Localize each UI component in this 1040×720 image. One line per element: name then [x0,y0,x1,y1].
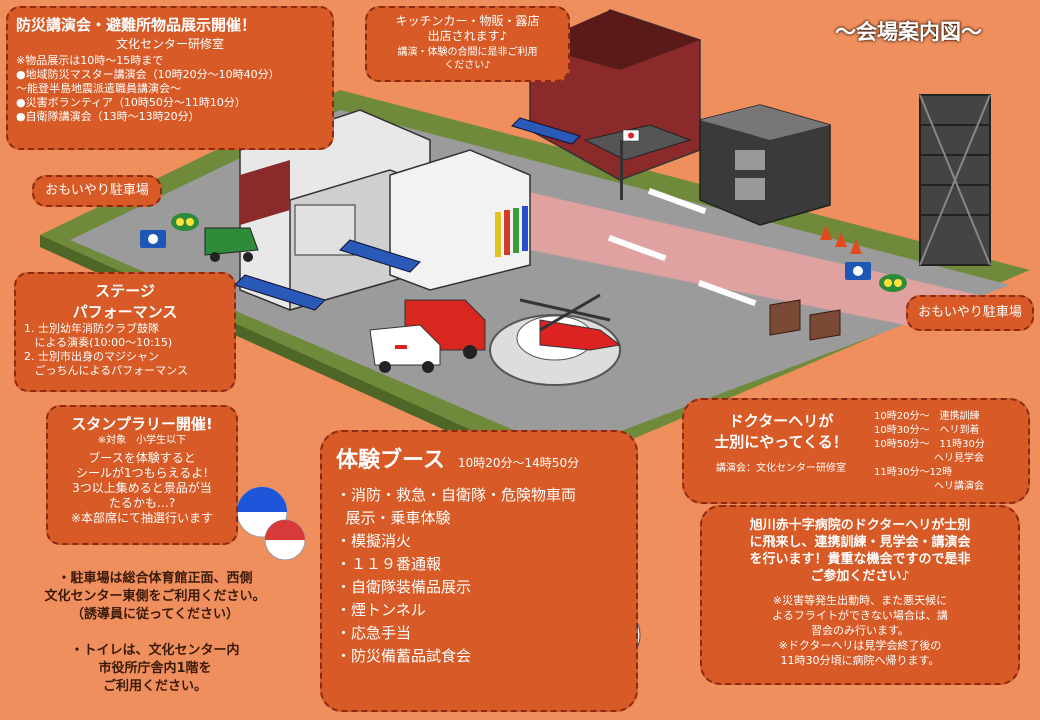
experience-time: 10時20分～14時50分 [458,456,580,470]
parking-right-label: おもいやり駐車場 [906,295,1034,331]
experience-item: ・防災備蓄品試食会 [336,647,472,665]
toilet-info-line: ご利用ください。 [102,679,207,694]
doctor-heli-detail-box: 旭川赤十字病院のドクターヘリが士別 に飛来し、連携訓練・見学会・講演会 を行いま… [700,505,1020,685]
brick-wall [769,299,841,341]
lecture-line: ～能登半島地震派遣職員講演会～ [16,82,181,95]
parking-info-line: ・駐車場は総合体育館正面、西側 [57,571,253,586]
experience-item: ・自衛隊装備品展示 [336,578,472,596]
training-tower [919,94,991,266]
accessible-parking-sign-right [845,262,871,280]
parking-info: ・駐車場は総合体育館正面、西側 文化センター東側をご利用ください。 （誘導員に従… [10,570,300,624]
stamp-line: 3つ以上集めると景品が当 [72,481,212,495]
heli-schedule-line: 10時30分～ ヘリ到着 [874,425,980,436]
heli-schedule: 10時20分～ 連携訓練 10時30分～ ヘリ到着 10時50分～ 11時30分… [874,410,985,494]
heli-desc-line: 旭川赤十字病院のドクターヘリが士別 [749,518,971,533]
kitchen-car-box: キッチンカー・物販・露店 出店されます♪ 講演・体験の合間に是非ご利用 ください… [365,6,570,82]
experience-title: 体験ブース [336,448,445,473]
experience-item: ・応急手当 [336,624,412,642]
parking-info-line: （誘導員に従ってください） [71,607,239,622]
heli-venue: 講演会：文化センター研修室 [716,463,846,474]
heli-schedule-line: ヘリ講演会 [874,481,984,492]
tents [234,117,581,311]
stage-line: ごっちんによるパフォーマンス [24,364,188,377]
experience-item: ・煙トンネル [336,601,426,619]
lecture-title: 防災講演会・避難所物品展示開催！ [16,16,257,34]
courtesy-parking-mark-left [171,213,199,231]
heli-schedule-line: ヘリ見学会 [874,453,984,464]
lecture-line: ●災害ボランティア（10時50分～11時10分） [16,96,246,109]
heli-schedule-line: 11時30分～12時 [874,467,953,478]
doctor-heli-box: ドクターヘリが 士別にやってくる！ 講演会：文化センター研修室 10時20分～ … [682,398,1030,504]
heli-schedule-line: 10時20分～ 連携訓練 [874,411,980,422]
parking-right-text: おもいやり駐車場 [918,305,1022,320]
pink-walkway [430,190,1000,330]
green-truck [204,227,259,262]
heli-note-line: 11時30分頃に病院へ帰ります。 [780,654,940,667]
heli-desc-line: ご参加ください♪ [810,569,910,584]
heli-note-line: 習会のみ行います。 [811,624,909,637]
accessible-parking-sign-left [140,230,166,248]
stage-performance-box: ステージ パフォーマンス 1. 士別幼年消防クラブ鼓隊 による演奏(10:00～… [14,272,236,392]
stage-title-1: ステージ [95,282,155,300]
experience-item: ・模擬消火 [336,532,412,550]
helipad [489,293,622,386]
parking-info-line: 文化センター東側をご利用ください。 [44,589,266,604]
capsule-toy-icon [236,486,306,561]
courtesy-parking-mark-right [879,274,907,292]
lecture-info-box: 防災講演会・避難所物品展示開催！ 文化センター研修室 ※物品展示は10時～15時… [6,6,334,150]
kitchen-note-2: ください♪ [444,60,491,71]
experience-header: 体験ブース 10時20分～14時50分 [336,442,622,474]
heli-note-line: ※災害等発生出動時、また悪天候に [772,594,948,607]
stamp-line: シールが1つもらえるよ! [75,466,209,480]
lecture-venue: 文化センター研修室 [115,37,224,51]
experience-booth-box: 体験ブース 10時20分～14時50分 ・消防・救急・自衛隊・危険物車両 展示・… [320,430,638,712]
toilet-info-line: 市役所庁舎内1階を [98,661,212,676]
stamp-line: たるかも…? [108,496,176,510]
fire-station-building [699,104,831,226]
page-title: ～会場案内図～ [835,20,982,44]
kitchen-title-2: 出店されます♪ [427,29,508,43]
stamp-line: ※本部席にて抽選行います [70,511,214,525]
stage-line: 2. 士別市出身のマジシャン [24,350,159,363]
stage-line: による演奏(10:00～10:15) [24,336,173,349]
stage-title-2: パフォーマンス [72,303,178,321]
lecture-line: ●地域防災マスター講演会（10時20分～10時40分） [16,68,280,81]
traffic-cones [820,225,862,254]
parking-left-label: おもいやり駐車場 [32,175,162,207]
stamp-line: ブースを体験すると [88,451,196,465]
heli-title-2: 士別にやってくる！ [714,433,848,451]
experience-item: ・１１９番通報 [336,555,442,573]
kitchen-title: キッチンカー・物販・露店 [395,14,540,28]
stamp-target: ※対象 小学生以下 [97,435,187,446]
heli-desc-line: を行います！貴重な機会ですので是非 [749,552,971,567]
toilet-info: ・トイレは、文化センター内 市役所庁舎内1階を ご利用ください。 [30,642,280,696]
ambulance [369,324,441,373]
stage-line: 1. 士別幼年消防クラブ鼓隊 [24,322,159,335]
experience-item: ・消防・救急・自衛隊・危険物車両 [336,486,577,504]
heli-note-line: よるフライトができない場合は、講 [772,609,948,622]
heli-note-line: ※ドクターヘリは見学会終了後の [778,639,942,652]
heli-schedule-line: 10時50分～ 11時30分 [874,439,985,450]
toilet-info-line: ・トイレは、文化センター内 [70,643,240,658]
heli-title-1: ドクターヘリが [728,412,834,430]
lecture-line: ※物品展示は10時～15時まで [16,54,164,67]
crosswalk [607,187,757,307]
experience-item: 展示・乗車体験 [336,509,451,527]
heli-desc-line: に飛来し、連携訓練・見学会・講演会 [749,535,971,550]
kitchen-note: 講演・体験の合間に是非ご利用 [397,47,538,58]
parking-left-text: おもいやり駐車場 [45,183,149,198]
stamp-rally-box: スタンプラリー開催! ※対象 小学生以下 ブースを体験すると シールが1つもらえ… [46,405,238,545]
heli-title-group: ドクターヘリが 士別にやってくる！ 講演会：文化センター研修室 [696,410,866,476]
stamp-title: スタンプラリー開催! [71,415,213,433]
lecture-line: ●自衛隊講演会（13時～13時20分） [16,110,200,123]
